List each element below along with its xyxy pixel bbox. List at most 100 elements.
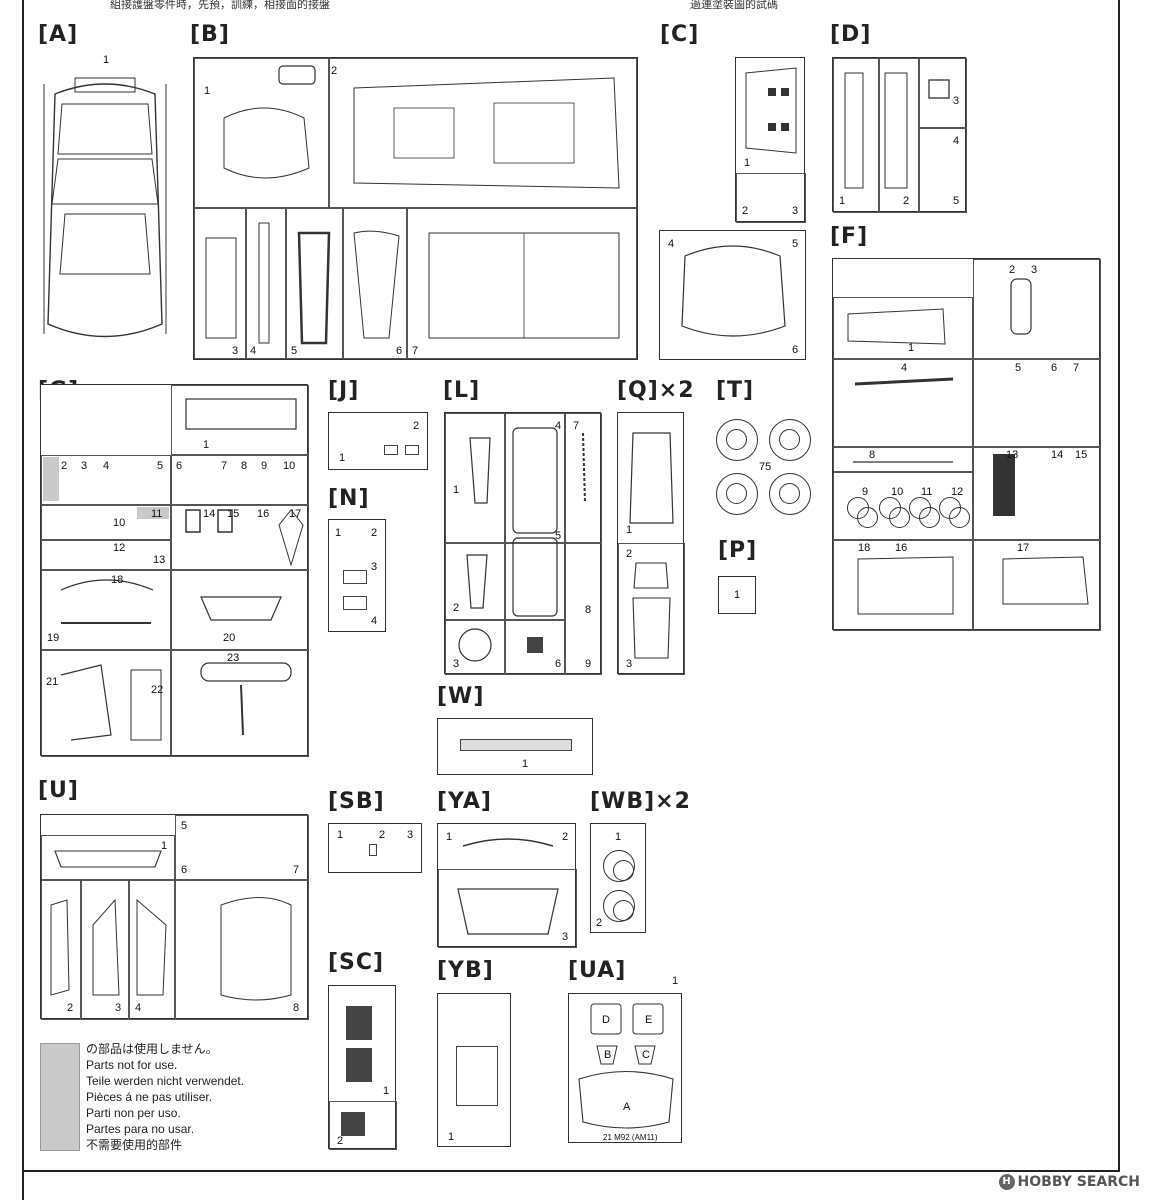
part-number: 9 (862, 486, 869, 498)
part-number: 2 (626, 548, 633, 560)
part-number: 11 (151, 508, 163, 520)
part-number: 1 (908, 342, 915, 354)
part-number: 1 (335, 527, 342, 539)
part-number: 16 (257, 508, 270, 520)
part-number: 4 (250, 345, 257, 357)
part-number: 8 (293, 1002, 300, 1014)
part-number: 8 (585, 604, 592, 616)
part-number: 8 (869, 449, 876, 461)
part-number: 12 (951, 486, 964, 498)
part-number: 1 (522, 758, 529, 770)
part-number: 6 (792, 344, 799, 356)
part-number: 3 (115, 1002, 122, 1014)
part-number: 16 (895, 542, 908, 554)
runner-c-bottom: 4 5 6 (659, 230, 806, 360)
part-number: 4 (668, 238, 675, 250)
section-label-j: [J] (328, 378, 360, 403)
part-number: 8 (241, 460, 248, 472)
part-number: 3 (562, 931, 569, 943)
part-number: 10 (113, 517, 126, 529)
marker-a: A (623, 1101, 631, 1113)
part-number: 1 (383, 1085, 390, 1097)
part-number: 2 (742, 205, 749, 217)
unused-part-shading (137, 507, 169, 519)
part-number: 1 (337, 829, 344, 841)
part-number: 6 (396, 345, 403, 357)
part-number: 3 (371, 561, 378, 573)
part-number: 1 (161, 840, 168, 852)
left-frame-line (22, 0, 24, 1200)
part-number: 18 (111, 574, 124, 586)
section-label-yb: [YB] (437, 958, 494, 983)
runner-sb: 1 2 3 (328, 823, 422, 873)
part-number: 5 (953, 195, 960, 207)
section-label-sb: [SB] (328, 789, 385, 814)
runner-ya: 1 2 3 (437, 823, 577, 948)
part-number: 7 (573, 420, 580, 432)
part-number: 6 (181, 864, 188, 876)
note-line: Parti non per uso. (86, 1106, 181, 1120)
part-number: 5 (157, 460, 164, 472)
part-number: 1 (339, 452, 346, 464)
part-number: 6 (555, 658, 562, 670)
part-number: 12 (113, 542, 126, 554)
part-number: 3 (453, 658, 460, 670)
bottom-frame-line (22, 1170, 1120, 1172)
part-number: 1 (203, 439, 210, 451)
part-number: 4 (953, 135, 960, 147)
runner-sc: 1 2 (328, 985, 397, 1150)
note-line: の部品は使用しません。 (86, 1042, 218, 1056)
part-number: 3 (81, 460, 88, 472)
runner-l: 1 2 3 4 5 6 7 8 9 (444, 412, 602, 675)
part-number: 14 (203, 508, 216, 520)
header-left-text: 組接護盤零件時，先預，訓練，相接面的接盤 (110, 0, 330, 11)
part-number: 7 (1073, 362, 1080, 374)
note-line: Teile werden nicht verwendet. (86, 1074, 245, 1088)
section-label-d: [D] (830, 22, 872, 47)
part-number: 4 (371, 615, 378, 627)
tire-part (769, 419, 811, 461)
part-number: 10 (283, 460, 296, 472)
part-number: 6 (1051, 362, 1058, 374)
runner-u: 1 2 3 4 5 6 7 8 (40, 814, 309, 1020)
runner-n: 1 2 3 4 (328, 519, 386, 632)
part-number: 20 (223, 632, 236, 644)
part-number: 14 (1051, 449, 1064, 461)
part-number: 10 (891, 486, 904, 498)
note-line: Parts not for use. (86, 1058, 178, 1072)
part-number: 7 (412, 345, 419, 357)
section-label-b: [B] (190, 22, 230, 47)
tire-part (716, 473, 758, 515)
part-number: 17 (1017, 542, 1030, 554)
part-number: 1 (672, 975, 679, 987)
part-number: 1 (626, 524, 633, 536)
part-number: 2 (67, 1002, 74, 1014)
right-frame-line (1118, 0, 1120, 1170)
part-number: 2 (413, 420, 420, 432)
section-label-w: [W] (437, 684, 485, 709)
part-number: 2 (903, 195, 910, 207)
part-number: 9 (585, 658, 592, 670)
part-number: 7 (293, 864, 300, 876)
part-number: 15 (227, 508, 240, 520)
part-number: 2 (453, 602, 460, 614)
part-number: 15 (1075, 449, 1088, 461)
part-number: 6 (176, 460, 183, 472)
runner-wb: 1 2 (590, 823, 646, 933)
section-label-l: [L] (443, 378, 481, 403)
part-number: 17 (289, 508, 302, 520)
section-label-ua: [UA] (568, 958, 627, 983)
runner-g: 1 2 3 4 5 6 7 8 9 10 10 11 12 13 14 15 1… (40, 384, 309, 757)
part-number: 23 (227, 652, 240, 664)
marker-b: B (604, 1049, 612, 1061)
part-number: 3 (232, 345, 239, 357)
unused-parts-note: の部品は使用しません。 Parts not for use. Teile wer… (86, 1041, 244, 1153)
runner-w: 1 (437, 718, 593, 775)
part-number: 4 (555, 420, 562, 432)
marker-e: E (645, 1014, 653, 1026)
part-number: 22 (151, 684, 164, 696)
part-number: 4 (103, 460, 110, 472)
runner-d: 1 2 3 4 5 (832, 57, 967, 213)
section-label-q: [Q]×2 (617, 378, 695, 403)
